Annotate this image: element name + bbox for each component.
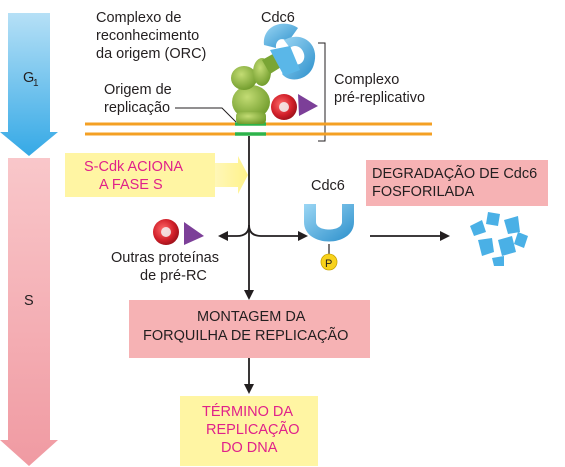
- fork-assembly-box: MONTAGEM DA FORQUILHA DE REPLICAÇÃO: [129, 300, 370, 358]
- arrow-to-degradation: [440, 231, 450, 241]
- degradation-box: DEGRADAÇÃO DE Cdc6 FOSFORILADA: [366, 160, 548, 206]
- degradation-text: DEGRADAÇÃO DE Cdc6 FOSFORILADA: [372, 165, 541, 200]
- origin-leader-line: [175, 107, 237, 123]
- pre-rc-bracket: [318, 42, 326, 142]
- s-label: S: [24, 293, 34, 309]
- arrow-to-fork: [244, 290, 254, 300]
- cdc6-protein-bound: [263, 23, 316, 80]
- cdc6-mid-label: Cdc6: [311, 178, 345, 194]
- fork-assembly-text: MONTAGEM DA FORQUILHA DE REPLICAÇÃO: [143, 309, 348, 344]
- orc-label: Complexo de reconhecimento da origem (OR…: [96, 10, 206, 62]
- origin-label: Origem de replicação: [104, 82, 176, 116]
- other-purple-protein: [184, 222, 204, 245]
- s-cdk-box: S-Cdk ACIONA A FASE S: [65, 153, 248, 197]
- g1-phase-arrow: G 1: [0, 13, 58, 156]
- dna-double-strand: [85, 122, 432, 136]
- end-replication-box: TÉRMINO DA REPLICAÇÃO DO DNA: [180, 396, 318, 466]
- pre-rc-red-protein: [271, 94, 297, 120]
- cdc6-top-label: Cdc6: [261, 10, 295, 26]
- g1-label: G: [23, 70, 34, 86]
- arrow-to-end: [244, 384, 254, 394]
- arrow-to-cdc6: [298, 231, 308, 241]
- other-red-protein: [153, 219, 179, 245]
- degraded-cdc6-fragments: [470, 212, 528, 266]
- pre-rc-label: Complexo pré-replicativo: [334, 72, 425, 106]
- s-phase-arrow: S: [0, 158, 58, 466]
- cdc6-protein-phosphorylated: P: [304, 204, 354, 271]
- pre-rc-purple-protein: [298, 94, 318, 116]
- arrow-to-other-proteins: [218, 231, 228, 241]
- end-replication-text: TÉRMINO DA REPLICAÇÃO DO DNA: [202, 403, 304, 456]
- phosphate-label: P: [325, 258, 332, 270]
- g1-subscript: 1: [33, 78, 39, 89]
- orc-protein: [231, 50, 286, 124]
- flow-lines: [226, 136, 440, 386]
- other-proteins-label: Outras proteínas de pré-RC: [111, 250, 223, 284]
- s-cdk-text: S-Cdk ACIONA A FASE S: [84, 159, 186, 193]
